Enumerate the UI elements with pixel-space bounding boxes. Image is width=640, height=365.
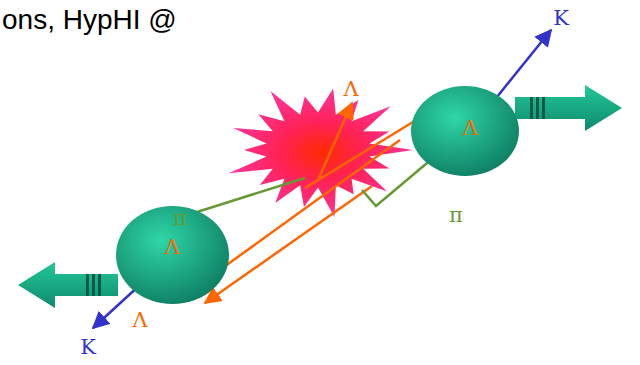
kaon-label: K <box>80 337 96 358</box>
particle-track <box>197 178 305 212</box>
pion-label: π <box>173 208 187 229</box>
motion-arrow <box>515 85 622 131</box>
lambda-label: Λ <box>132 310 147 331</box>
lambda-label: Λ <box>462 118 477 139</box>
motion-arrow <box>18 262 118 308</box>
slide-title: ons, HypHI @ <box>2 4 177 36</box>
particle-tracks <box>93 30 551 328</box>
particle-track <box>205 186 372 303</box>
pion-label: π <box>449 205 463 226</box>
lambda-label: Λ <box>164 237 179 258</box>
kaon-label: K <box>553 8 569 29</box>
lambda-label: Λ <box>343 79 358 100</box>
ellipse-shape <box>116 206 229 304</box>
hypernucleus-ellipse: πΛ <box>115 205 230 305</box>
ellipse-shape <box>411 86 519 176</box>
hypernucleus-ellipse: Λ <box>410 85 520 177</box>
